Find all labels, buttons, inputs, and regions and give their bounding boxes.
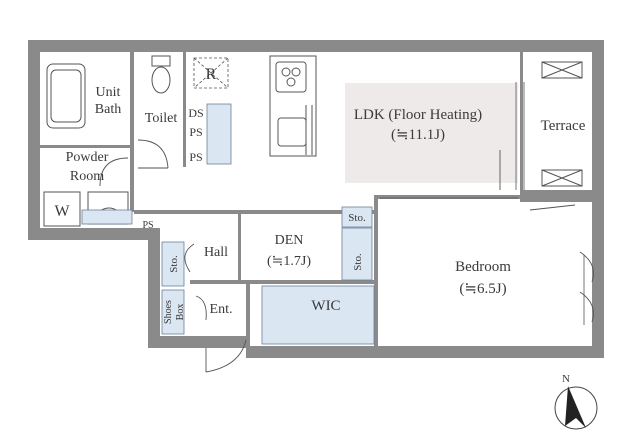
hall-storage bbox=[161, 241, 185, 287]
interior-walls bbox=[40, 52, 523, 347]
den-storage bbox=[341, 227, 373, 281]
windows bbox=[380, 82, 585, 325]
wic-label: WIC bbox=[311, 298, 340, 314]
hall-label: Hall bbox=[204, 245, 228, 260]
washer-label: W bbox=[54, 203, 70, 220]
toilet-label: Toilet bbox=[145, 111, 178, 126]
ps-label-2: PS bbox=[189, 150, 202, 164]
entrance-label: Ent. bbox=[210, 302, 233, 317]
sto-top bbox=[341, 206, 373, 228]
washer-area bbox=[43, 191, 133, 227]
ps-label-1: PS bbox=[189, 125, 202, 139]
ldk-label: LDK (Floor Heating) bbox=[354, 107, 482, 123]
shoes-box bbox=[161, 289, 185, 335]
shoes-box-label: ShoesBox bbox=[163, 300, 186, 324]
terrace-units bbox=[541, 61, 583, 187]
bedroom-label: Bedroom bbox=[455, 259, 511, 275]
storage-label-den: Sto. bbox=[352, 253, 364, 271]
doors bbox=[99, 139, 594, 373]
terrace-label: Terrace bbox=[541, 118, 586, 134]
north-compass: N bbox=[554, 373, 598, 430]
north-label: N bbox=[562, 373, 570, 385]
ds-label: DS bbox=[188, 106, 203, 120]
den-area-label: (≒1.7J) bbox=[267, 254, 311, 269]
kitchen-counter bbox=[269, 55, 317, 157]
bathtub-icon bbox=[46, 63, 86, 129]
refrigerator-label: R bbox=[206, 66, 217, 83]
utility-shaft bbox=[206, 103, 232, 165]
ps-label-3: PS bbox=[142, 220, 153, 231]
storage-label-hall: Sto. bbox=[168, 255, 180, 273]
ldk-area-label: (≒11.1J) bbox=[391, 127, 445, 143]
toilet-fixture-icon bbox=[151, 55, 171, 94]
wic-area bbox=[261, 285, 375, 345]
bedroom-area-label: (≒6.5J) bbox=[459, 281, 506, 297]
ldk-floor-heating-area bbox=[345, 83, 518, 183]
refrigerator-icon bbox=[193, 57, 229, 89]
exterior-walls bbox=[28, 40, 604, 358]
den-label: DEN bbox=[275, 233, 304, 248]
storage-label-top: Sto. bbox=[348, 212, 366, 224]
